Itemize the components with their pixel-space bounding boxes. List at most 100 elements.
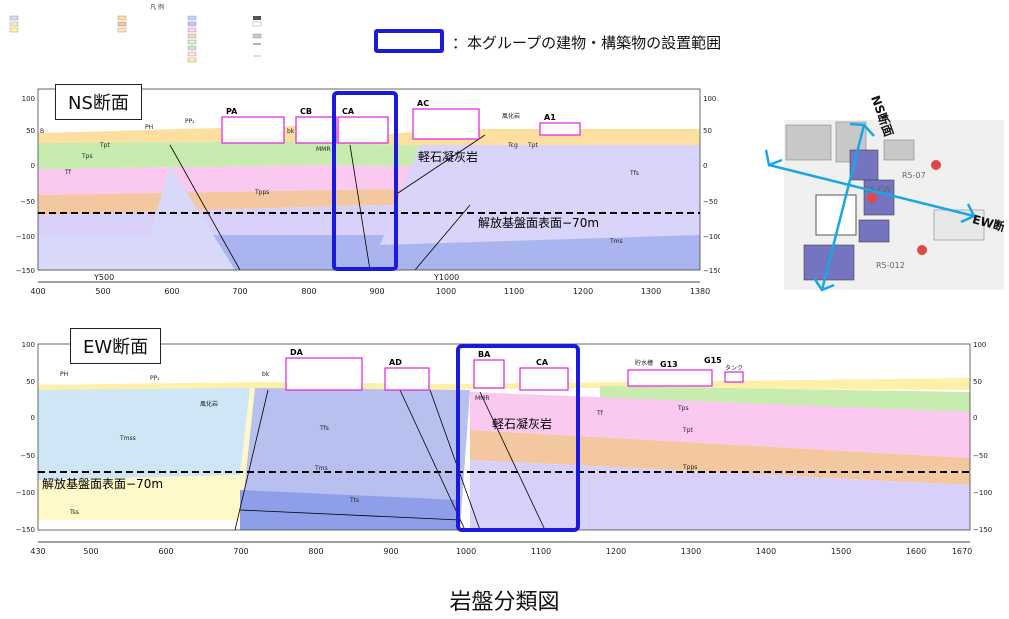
ew-tag: PH [60,371,68,378]
ns-tag: Tms [609,238,623,245]
ns-rock-label: 軽石凝灰岩 [418,149,478,164]
ew-section-line [768,163,975,218]
ns-tag: bk [287,128,295,135]
map-point-label: NS-EW [864,185,891,194]
ew-baseline-label: 解放基盤面表面−70m [42,476,163,491]
ns-x-tick: 1000 [436,287,456,296]
ew-rock-label: 軽石凝灰岩 [492,416,552,431]
ns-y-tick: 100 [22,95,35,103]
ew-y-tick-right: −100 [973,489,992,497]
map-point-label: R5-012 [876,261,905,270]
ns-x-tick: 700 [232,287,247,296]
ns-y-tick: 50 [26,127,35,135]
ew-highlight-box [456,344,580,532]
ew-y-tick-right: 0 [973,414,977,422]
ns-y-tick: −100 [16,233,35,241]
ew-y-tick: −50 [20,452,35,460]
ns-x-tick: 600 [164,287,179,296]
ns-bldg-label: CA [342,107,355,116]
ns-x-tick: 500 [95,287,110,296]
map-point-label: R5-07 [902,171,926,180]
ns-tag: PH [145,124,153,131]
ns-tag: 風化岩 [502,112,520,120]
ew-y-tick-right: −150 [973,526,992,534]
ns-y-tick: −150 [16,267,35,275]
ew-tag: Tpps [682,464,697,471]
ns-x-tick: 1200 [573,287,593,296]
ns-section-diagram: PA CB CA AC A1 PH PP₂ bk 風化岩 B Tpt Tps T… [16,88,720,296]
ew-tag: Tss [69,509,79,516]
legend-title: 凡 例 [150,4,164,11]
ew-tag: bk [262,371,270,378]
ns-tag: B [40,128,44,135]
ew-tag: Tf [596,410,604,417]
ns-x-tick: 1300 [641,287,661,296]
ew-bldg-label: G13 [660,360,678,369]
ew-y-tick-right: 50 [973,378,982,386]
ns-x-tick: 800 [301,287,316,296]
ew-x-tick: 1400 [756,547,776,556]
ns-y-tick-right: −100 [703,233,720,241]
ns-tag: PP₂ [185,118,195,125]
figure-caption: 岩盤分類図 [449,590,560,615]
ns-y-tick-right: 0 [703,162,707,170]
ew-x-tick: 1000 [456,547,476,556]
ew-x-tick: 600 [158,547,173,556]
site-map: R5-07 R5-012 NS-EW NS断面 EW断面 [764,93,1004,292]
ns-x-tick: 1380 [690,287,710,296]
ew-y-tick-right: −50 [973,452,988,460]
ns-x-tick: 900 [369,287,384,296]
ns-x-tick: 400 [30,287,45,296]
ew-bldg-label: AD [389,358,402,367]
ew-y-tick: 0 [31,414,35,422]
ew-tag: Tms [314,465,328,472]
ew-tag: 風化岩 [200,400,218,408]
ns-y-marker: Y500 [93,273,114,282]
ns-section-line [820,124,866,291]
ew-x-tick: 900 [383,547,398,556]
ew-x-tick: 1600 [906,547,926,556]
ns-y-tick: 0 [31,162,35,170]
legend-swatches [9,15,262,63]
ew-layers [38,378,970,530]
ew-y-tick: 50 [26,378,35,386]
ns-y-tick-right: 50 [703,127,712,135]
ns-y-tick-right: −150 [703,267,720,275]
ns-layers [38,125,700,270]
ns-y-marker: Y1000 [433,273,459,282]
ew-bldg-label: G15 [704,356,722,365]
ew-tag: Tfs [319,425,329,432]
ns-bldg-label: A1 [544,113,556,122]
ns-tag: MMR [316,146,331,153]
ew-y-tick: −100 [16,489,35,497]
ew-y-tick: 100 [22,341,35,349]
ew-tag: タンク [725,364,743,372]
ew-tag: 貯水槽 [635,359,653,367]
ns-tag: Tpps [254,189,269,196]
ns-bldg-label: CB [300,107,312,116]
ew-x-tick: 700 [233,547,248,556]
ew-bldg-label: DA [290,348,304,357]
ns-baseline-label: 解放基盤面表面−70m [478,215,599,230]
ew-x-tick: 430 [30,547,45,556]
ns-tag: Tps [81,153,93,160]
key-label: ：本グループの建物・構築物の設置範囲 [452,34,722,52]
ns-bldg-label: PA [226,107,238,116]
ew-tag: Tps [677,405,689,412]
ew-section-diagram: DA AD BA CA G13 G15 PH PP₂ bk 風化岩 Tmss T… [16,341,992,556]
ew-tag: PP₂ [150,375,160,382]
ns-y-tick: −50 [20,198,35,206]
ew-bldg-label: CA [536,358,549,367]
ew-bldg-label: BA [478,350,491,359]
ns-y-tick-right: −50 [703,198,718,206]
ns-x-tick: 1100 [504,287,524,296]
ew-y-tick-right: 100 [973,341,986,349]
ew-x-tick: 1200 [606,547,626,556]
ew-x-tick: 1500 [831,547,851,556]
ns-tag: Tpt [527,142,538,149]
ew-x-tick: 1670 [952,547,972,556]
ns-section-label: NS断面 [55,84,142,120]
ew-tag: Tpt [682,427,693,434]
ew-x-tick: 800 [308,547,323,556]
ns-tag: Tcg [507,142,518,149]
